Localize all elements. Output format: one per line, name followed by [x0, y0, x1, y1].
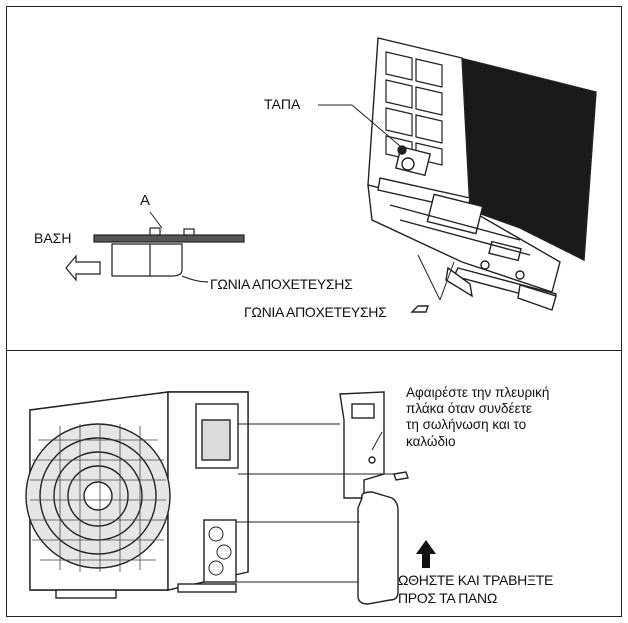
bottom-leader-lines — [236, 423, 394, 583]
side-plate-note: Αφαιρέστε την πλευρική πλάκα όταν συνδέε… — [406, 385, 550, 449]
label-tapa: ΤΑΠΑ — [264, 96, 301, 112]
push-pull-label: ΩΘΗΣΤΕ ΚΑΙ ΤΡΑΒΗΞΤΕ ΠΡΟΣ ΤΑ ΠΑΝΩ — [398, 572, 554, 606]
drain-elbow-shape — [111, 243, 183, 277]
outdoor-unit-drawing — [25, 391, 249, 599]
top-leader-lines — [149, 104, 455, 301]
side-plate-drawing — [339, 391, 409, 605]
indoor-unit-drawing — [367, 37, 597, 313]
push-up-arrow-icon — [416, 540, 436, 568]
base-plate — [93, 234, 245, 243]
side-cover — [357, 491, 399, 605]
label-a: A — [140, 192, 151, 209]
label-gonia-apoxeteysis-1: ΓΩΝΙΑ ΑΠΟΧΕΤΕΥΣΗΣ — [210, 276, 353, 292]
remove-arrow-icon — [65, 254, 101, 282]
panel-divider — [6, 350, 622, 351]
label-vasi: ΒΑΣΗ — [34, 230, 72, 246]
drain-base-drawing — [65, 227, 245, 283]
screw-icon — [393, 471, 409, 481]
label-gonia-apoxeteysis-2: ΓΩΝΙΑ ΑΠΟΧΕΤΕΥΣΗΣ — [244, 304, 387, 320]
figure-frame — [6, 6, 622, 617]
